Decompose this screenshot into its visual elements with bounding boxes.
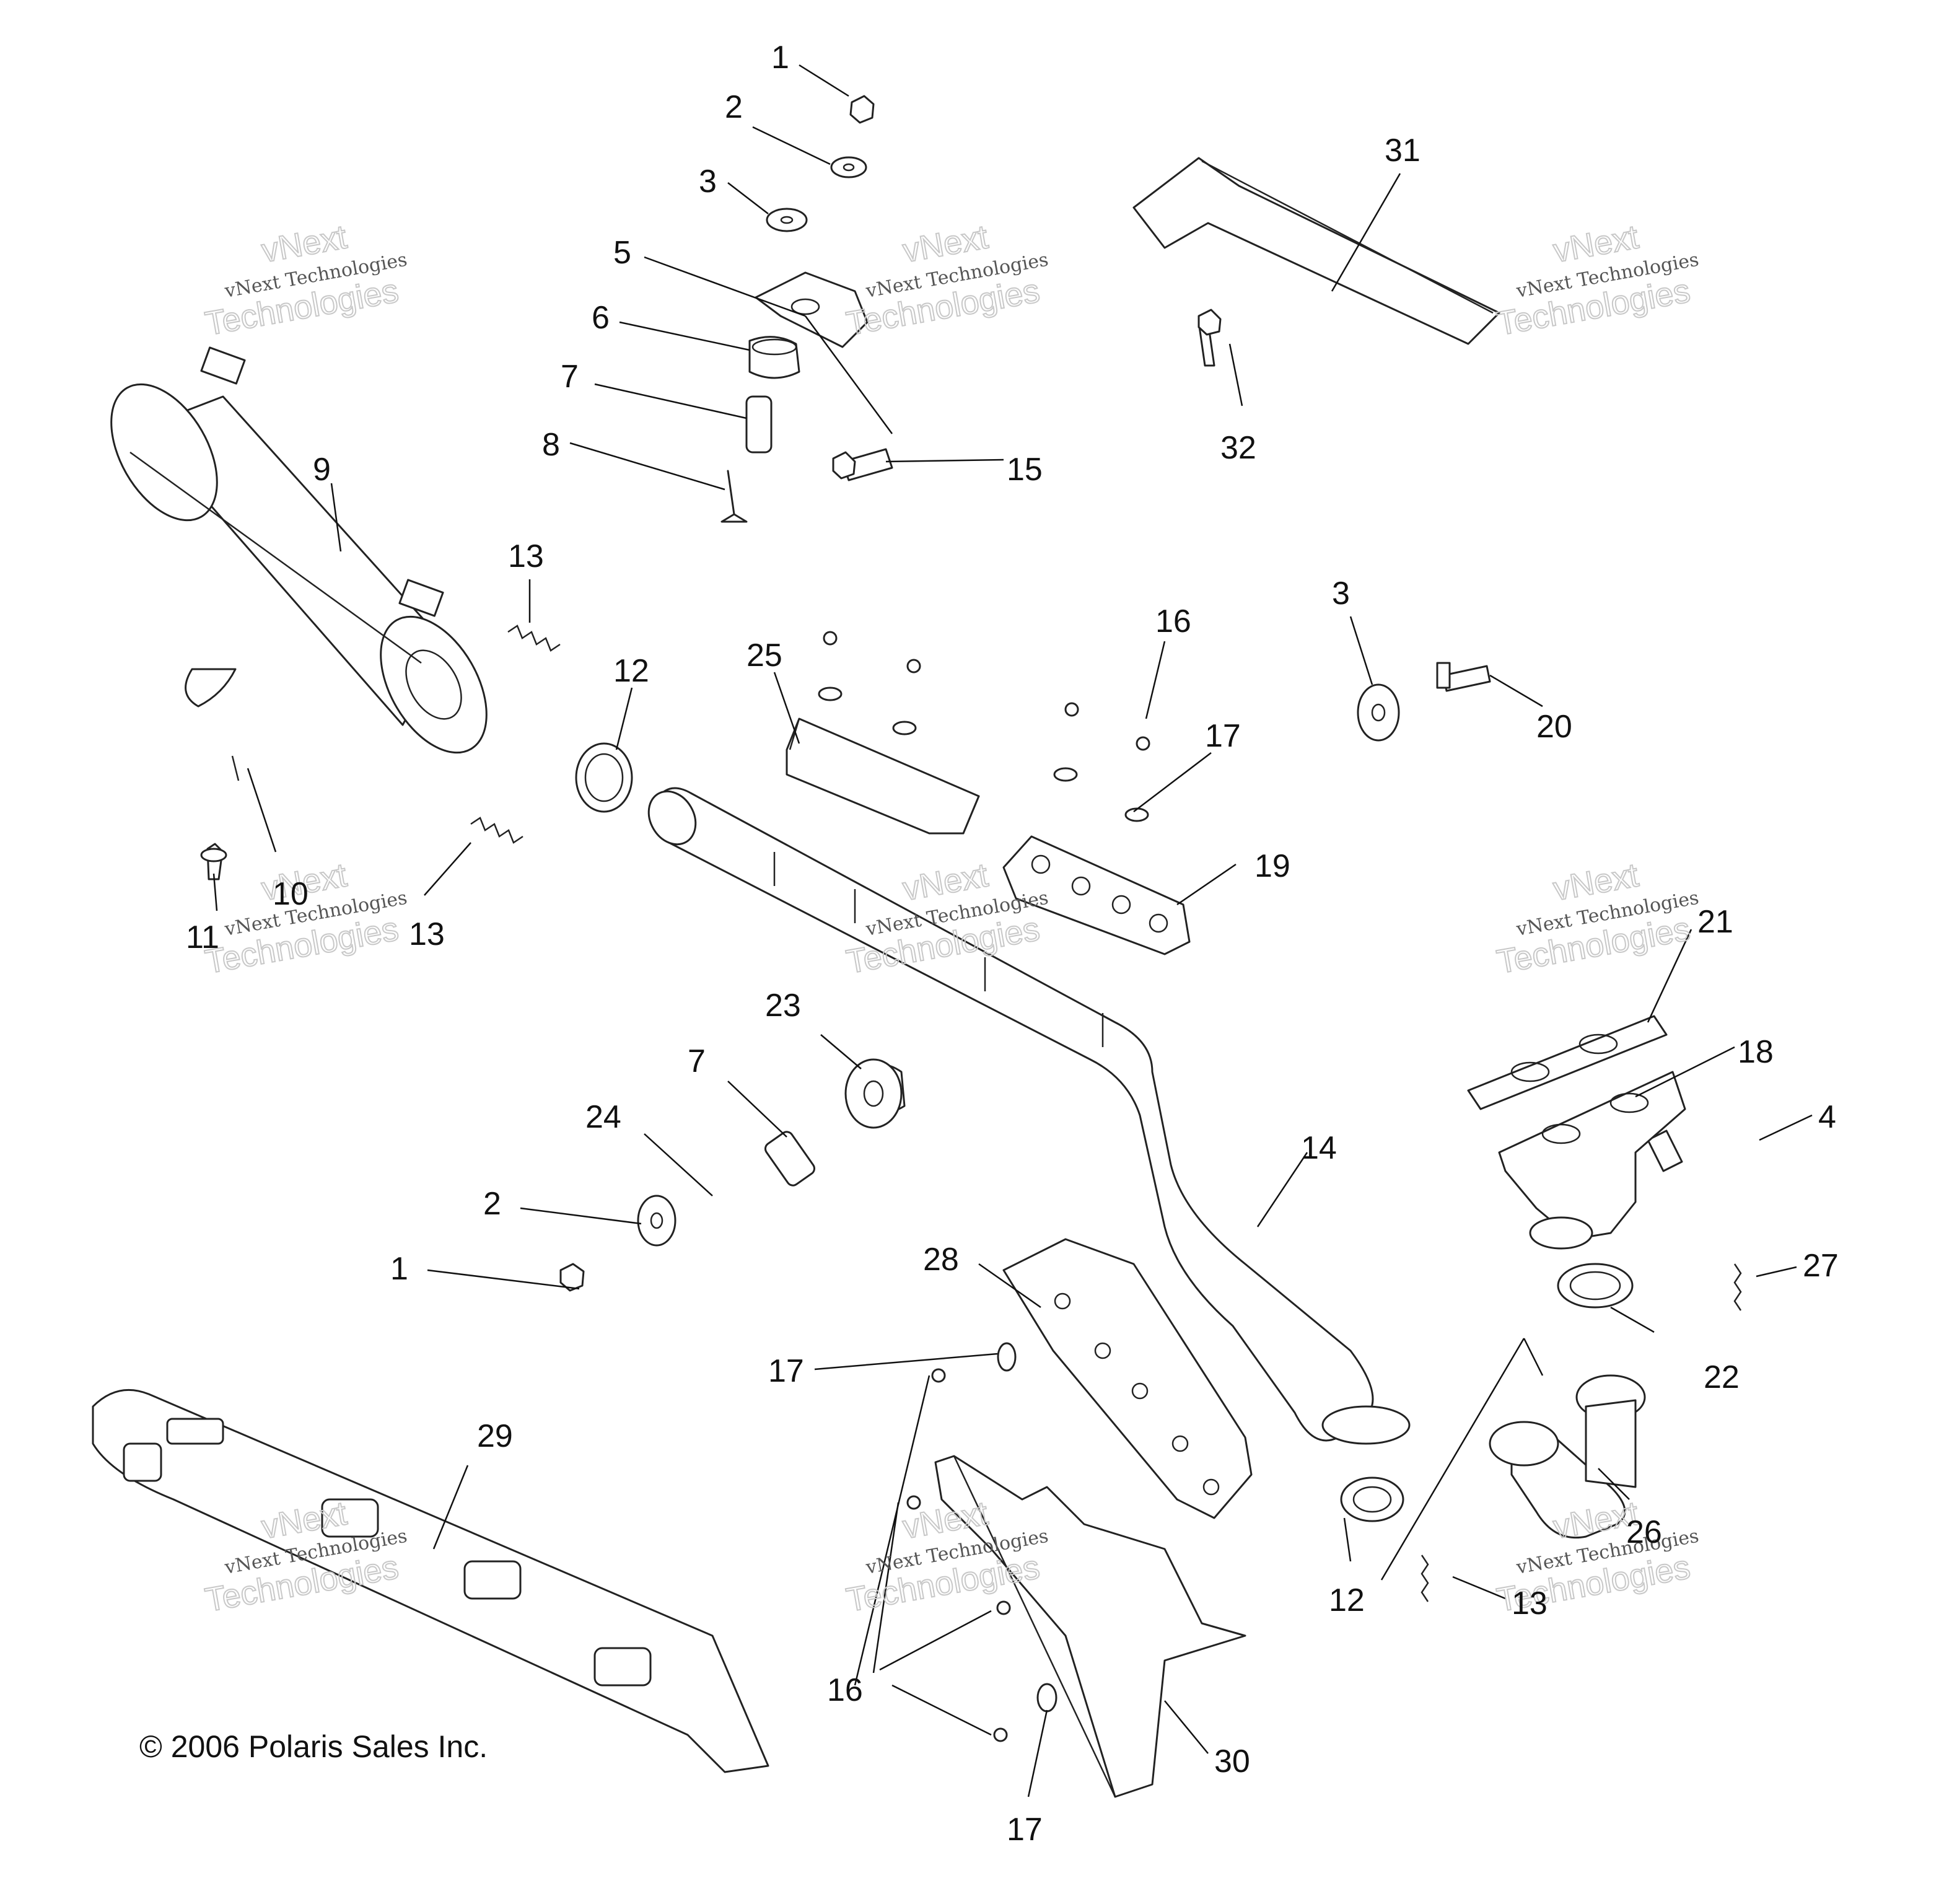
callout-label: 27 xyxy=(1803,1248,1839,1284)
washer-part xyxy=(637,156,1400,1247)
callout-label: 12 xyxy=(1329,1582,1365,1618)
callout-label: 16 xyxy=(827,1672,863,1708)
callout-label: 32 xyxy=(1220,430,1256,466)
callout-label: 24 xyxy=(585,1099,621,1135)
heat-shield-part xyxy=(92,1389,769,1773)
callout-label: 28 xyxy=(923,1242,959,1278)
heat-shield-part xyxy=(1002,1238,1253,1519)
callout-label: 6 xyxy=(592,300,610,336)
callout-label: 17 xyxy=(768,1353,804,1389)
gasket-part xyxy=(575,742,1668,1522)
callout-label: 5 xyxy=(613,235,631,271)
callout-label: 25 xyxy=(746,638,782,673)
heat-shield-part xyxy=(934,1455,1246,1798)
callout-label: 19 xyxy=(1254,848,1290,884)
callout-label: 18 xyxy=(1738,1034,1774,1070)
callout-label: 31 xyxy=(1385,133,1421,169)
callout-label: 7 xyxy=(561,359,579,395)
nut-part xyxy=(559,95,875,1292)
small-hardware xyxy=(818,631,1150,1742)
exhaust-pipe-part xyxy=(647,787,1411,1445)
callout-label: 13 xyxy=(508,538,544,574)
callout-label: 30 xyxy=(1214,1744,1250,1779)
callout-label: 20 xyxy=(1536,709,1572,745)
heat-shield-part xyxy=(1132,157,1500,345)
callout-label: 13 xyxy=(1512,1586,1548,1621)
callout-label: 17 xyxy=(1205,718,1241,754)
bushing-part xyxy=(745,395,815,1187)
callout-label: 14 xyxy=(1301,1130,1337,1166)
callout-label: 4 xyxy=(1818,1099,1836,1135)
mount-bracket-part xyxy=(755,271,869,348)
callout-label: 3 xyxy=(699,164,717,200)
callout-label: 1 xyxy=(771,40,789,76)
callout-label: 1 xyxy=(390,1251,408,1287)
heat-shield-part xyxy=(1002,835,1191,955)
callout-label: 22 xyxy=(1704,1359,1740,1395)
spring-part xyxy=(231,625,1742,1602)
callout-label: 10 xyxy=(273,876,309,912)
flange-pipe-part xyxy=(1489,1374,1646,1539)
callout-label: 3 xyxy=(1332,576,1350,612)
callout-labels: 1 2 3 5 6 7 8 9 13 31 32 15 12 25 16 3 2… xyxy=(186,40,1839,1848)
callout-label: 15 xyxy=(1007,452,1043,488)
callout-label: 17 xyxy=(1007,1812,1043,1848)
callout-label: 26 xyxy=(1626,1514,1662,1550)
callout-label: 2 xyxy=(483,1186,501,1222)
callout-label: 29 xyxy=(477,1418,513,1454)
copyright-notice: © 2006 Polaris Sales Inc. xyxy=(139,1729,488,1764)
muffler-part xyxy=(110,346,488,754)
callout-label: 11 xyxy=(186,919,219,955)
callout-label: 12 xyxy=(613,653,649,689)
bolt-part xyxy=(200,309,1683,1172)
manifold-flange-part xyxy=(1498,1071,1686,1250)
callout-label: 21 xyxy=(1697,904,1733,940)
callout-label: 9 xyxy=(313,452,331,488)
callout-label: 7 xyxy=(688,1043,706,1079)
callout-label: 16 xyxy=(1155,603,1191,639)
callout-label: 13 xyxy=(409,916,445,952)
heat-shield-part xyxy=(786,717,980,835)
callout-label: 8 xyxy=(542,427,560,463)
callout-label: 2 xyxy=(725,89,743,125)
callout-label: 23 xyxy=(765,988,801,1024)
leader-lines xyxy=(212,64,1813,1797)
rubber-mount-part xyxy=(844,1058,903,1129)
